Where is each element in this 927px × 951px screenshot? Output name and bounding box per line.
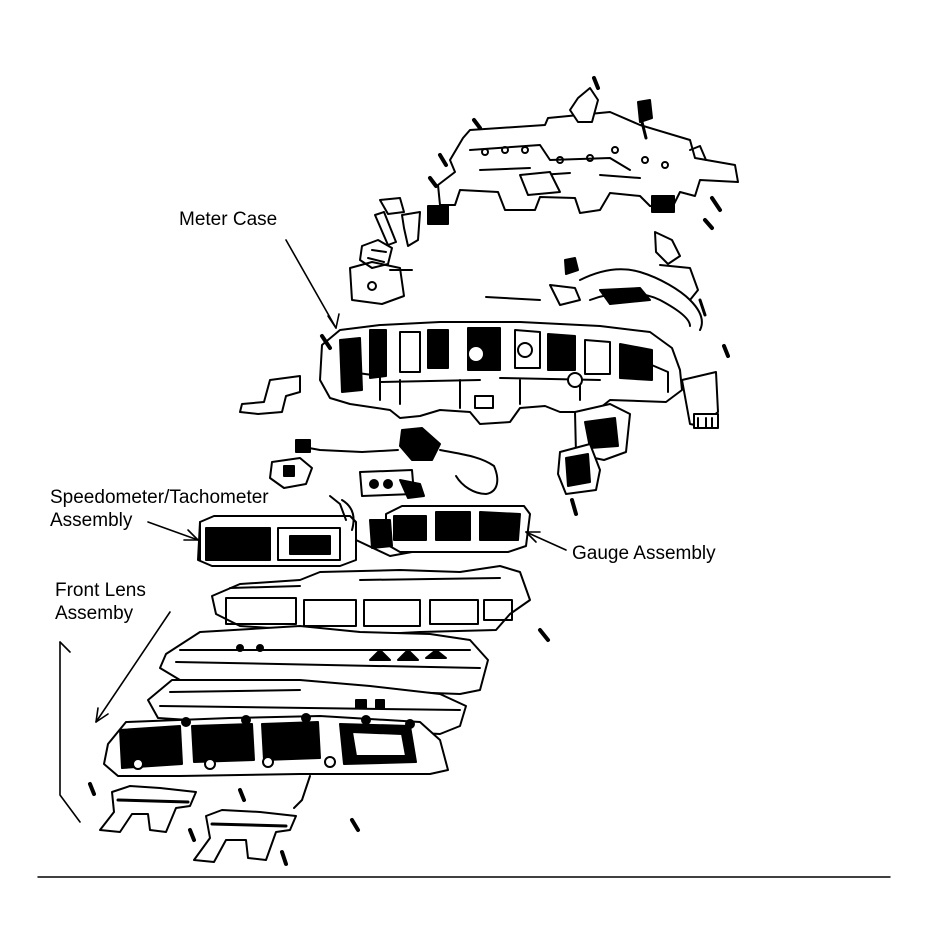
wire-harness-right <box>485 231 707 331</box>
front-lens-leader <box>95 611 171 723</box>
front-lens-assembly-label: Front Lens <box>55 580 146 601</box>
right-sensor-assembly <box>557 403 631 516</box>
upper-left-brackets <box>349 197 421 305</box>
cluster-frame <box>211 565 550 642</box>
meter-case-label: Meter Case <box>179 209 278 230</box>
front-lens-assembly-label-line2: Assemby <box>55 603 134 624</box>
callout-leaders <box>59 239 567 823</box>
gauge-assembly-label: Gauge Assembly <box>572 543 716 564</box>
meter-case <box>319 321 683 425</box>
meter-case-leader <box>285 239 337 329</box>
speedometer-tachometer-label-line2: Assembly <box>50 510 133 531</box>
middle-wire-and-connectors <box>269 427 499 499</box>
bottom-brackets <box>88 775 360 866</box>
speedometer-leader <box>147 521 199 541</box>
front-lens-assembly <box>103 625 489 777</box>
top-circuit-plate <box>427 111 739 225</box>
meter-case-brackets <box>239 334 730 429</box>
speedometer-tachometer-label: Speedometer/Tachometer <box>50 487 269 508</box>
gauge-assembly <box>355 505 531 557</box>
speedometer-tachometer-assembly <box>197 495 357 567</box>
upper-screws <box>428 76 722 230</box>
gauge-leader <box>525 531 567 551</box>
